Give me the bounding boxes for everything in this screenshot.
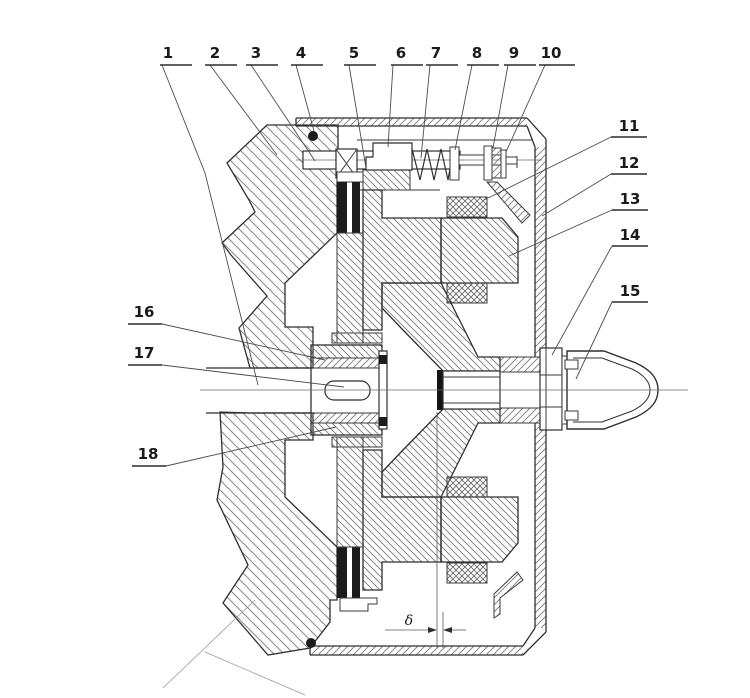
pulley-block-top bbox=[440, 217, 519, 284]
cover-top-band bbox=[296, 118, 527, 126]
callout-10: 10 bbox=[505, 44, 575, 153]
cone-step-bottom bbox=[564, 410, 579, 421]
cover-top-lines bbox=[295, 117, 527, 127]
callout-15: 15 bbox=[575, 282, 648, 380]
pad-carrier-top bbox=[336, 171, 364, 183]
callout-7-label: 7 bbox=[431, 44, 441, 62]
housing-cover bbox=[295, 117, 547, 656]
callout-15-label: 15 bbox=[620, 282, 641, 300]
hub-band-lines bbox=[311, 357, 382, 424]
section-break-line bbox=[162, 599, 306, 696]
callout-2-label: 2 bbox=[210, 44, 220, 62]
callout-12-label: 12 bbox=[619, 154, 640, 172]
callout-1-label: 1 bbox=[163, 44, 173, 62]
cover-inner-bracket-bottom bbox=[493, 571, 524, 619]
spring-washer bbox=[449, 146, 460, 181]
callout-9-label: 9 bbox=[509, 44, 519, 62]
gear-lower-half bbox=[216, 411, 338, 656]
hub-band-bottom bbox=[311, 423, 382, 435]
cover-bottom-chamfer bbox=[522, 627, 547, 656]
callout-17-label: 17 bbox=[134, 344, 155, 362]
shaft-nut-facets bbox=[540, 348, 562, 430]
callout-18-label: 18 bbox=[138, 445, 159, 463]
callout-18: 18 bbox=[132, 426, 337, 467]
callout-9: 9 bbox=[492, 44, 536, 149]
callouts: 1 2 3 4 5 6 7 8 bbox=[128, 44, 648, 467]
bearing-row-bottom-outer bbox=[446, 562, 488, 584]
gear-wheel-section bbox=[162, 124, 339, 696]
shaft-nut bbox=[539, 347, 563, 431]
callout-4: 4 bbox=[291, 44, 323, 132]
callout-16-label: 16 bbox=[134, 303, 155, 321]
lock-washer bbox=[500, 149, 507, 179]
bearing-row-top-inner bbox=[446, 282, 488, 304]
disc-web-bottom bbox=[336, 436, 364, 548]
sleeve-flange-bottom bbox=[499, 407, 547, 424]
friction-pad-top-right bbox=[352, 182, 360, 233]
friction-pad-bottom-right bbox=[352, 547, 360, 598]
bearing-row-top-outer bbox=[446, 196, 488, 218]
cover-right-wall-lines bbox=[534, 139, 547, 632]
callout-5-label: 5 bbox=[349, 44, 359, 62]
input-shaft-edges bbox=[206, 367, 313, 414]
dim-arrow-left bbox=[428, 627, 437, 633]
callout-4-label: 4 bbox=[296, 44, 306, 62]
rivet-dot-top bbox=[308, 131, 318, 141]
hub-bushing-top bbox=[311, 358, 382, 368]
rod-end-stub bbox=[505, 156, 518, 165]
callout-14: 14 bbox=[551, 226, 648, 356]
callout-8-label: 8 bbox=[472, 44, 482, 62]
cover-right-wall-lower bbox=[535, 423, 546, 628]
callout-11: 11 bbox=[483, 117, 647, 201]
delta-dimension: δ bbox=[385, 412, 466, 648]
pad-carrier-bottom-step bbox=[339, 597, 378, 612]
dim-arrow-right bbox=[443, 627, 452, 633]
adjusting-nut bbox=[491, 147, 502, 179]
callout-8: 8 bbox=[454, 44, 499, 151]
keyway-slot bbox=[324, 380, 371, 401]
callout-1: 1 bbox=[160, 44, 259, 386]
callout-12: 12 bbox=[541, 154, 647, 217]
callout-16: 16 bbox=[128, 303, 326, 361]
friction-pad-bottom-left bbox=[337, 547, 347, 598]
hub-band-top bbox=[311, 345, 382, 358]
hub-bushing-bottom bbox=[311, 413, 382, 423]
callout-6-label: 6 bbox=[396, 44, 406, 62]
callout-13: 13 bbox=[508, 190, 648, 257]
drum-rim-top bbox=[362, 169, 411, 191]
sleeve-lines bbox=[443, 376, 500, 404]
cover-right-wall-upper bbox=[535, 147, 546, 357]
friction-pad-top-left bbox=[337, 182, 347, 233]
cover-inner-bracket-top bbox=[485, 181, 531, 224]
callout-3: 3 bbox=[246, 44, 316, 162]
callout-17: 17 bbox=[128, 344, 345, 388]
end-washer bbox=[483, 145, 493, 181]
bearing-row-bottom-inner bbox=[446, 476, 488, 498]
delta-gap-label: δ bbox=[405, 613, 413, 629]
end-plate-cap-top bbox=[379, 355, 387, 364]
callout-14-label: 14 bbox=[620, 226, 641, 244]
cone-step-top bbox=[564, 359, 579, 370]
pulley-block-bottom bbox=[440, 496, 519, 563]
sliding-block bbox=[365, 142, 413, 171]
callout-2: 2 bbox=[205, 44, 278, 156]
callout-7: 7 bbox=[420, 44, 458, 159]
callout-13-label: 13 bbox=[620, 190, 641, 208]
cover-top-chamfer bbox=[526, 117, 547, 148]
drum-and-bearings bbox=[362, 189, 519, 591]
callout-6: 6 bbox=[387, 44, 423, 148]
callout-5: 5 bbox=[344, 44, 376, 169]
friction-disc-assembly bbox=[331, 171, 383, 612]
callout-11-label: 11 bbox=[619, 117, 640, 135]
cover-bottom-band bbox=[310, 646, 523, 655]
disc-web-top bbox=[336, 232, 364, 344]
rivet-dot-bottom bbox=[306, 638, 316, 648]
callout-10-label: 10 bbox=[541, 44, 562, 62]
sleeve-flange-top bbox=[499, 356, 547, 373]
callout-3-label: 3 bbox=[251, 44, 261, 62]
end-plate-cap-bottom bbox=[379, 417, 387, 426]
coil-spring bbox=[411, 148, 454, 181]
